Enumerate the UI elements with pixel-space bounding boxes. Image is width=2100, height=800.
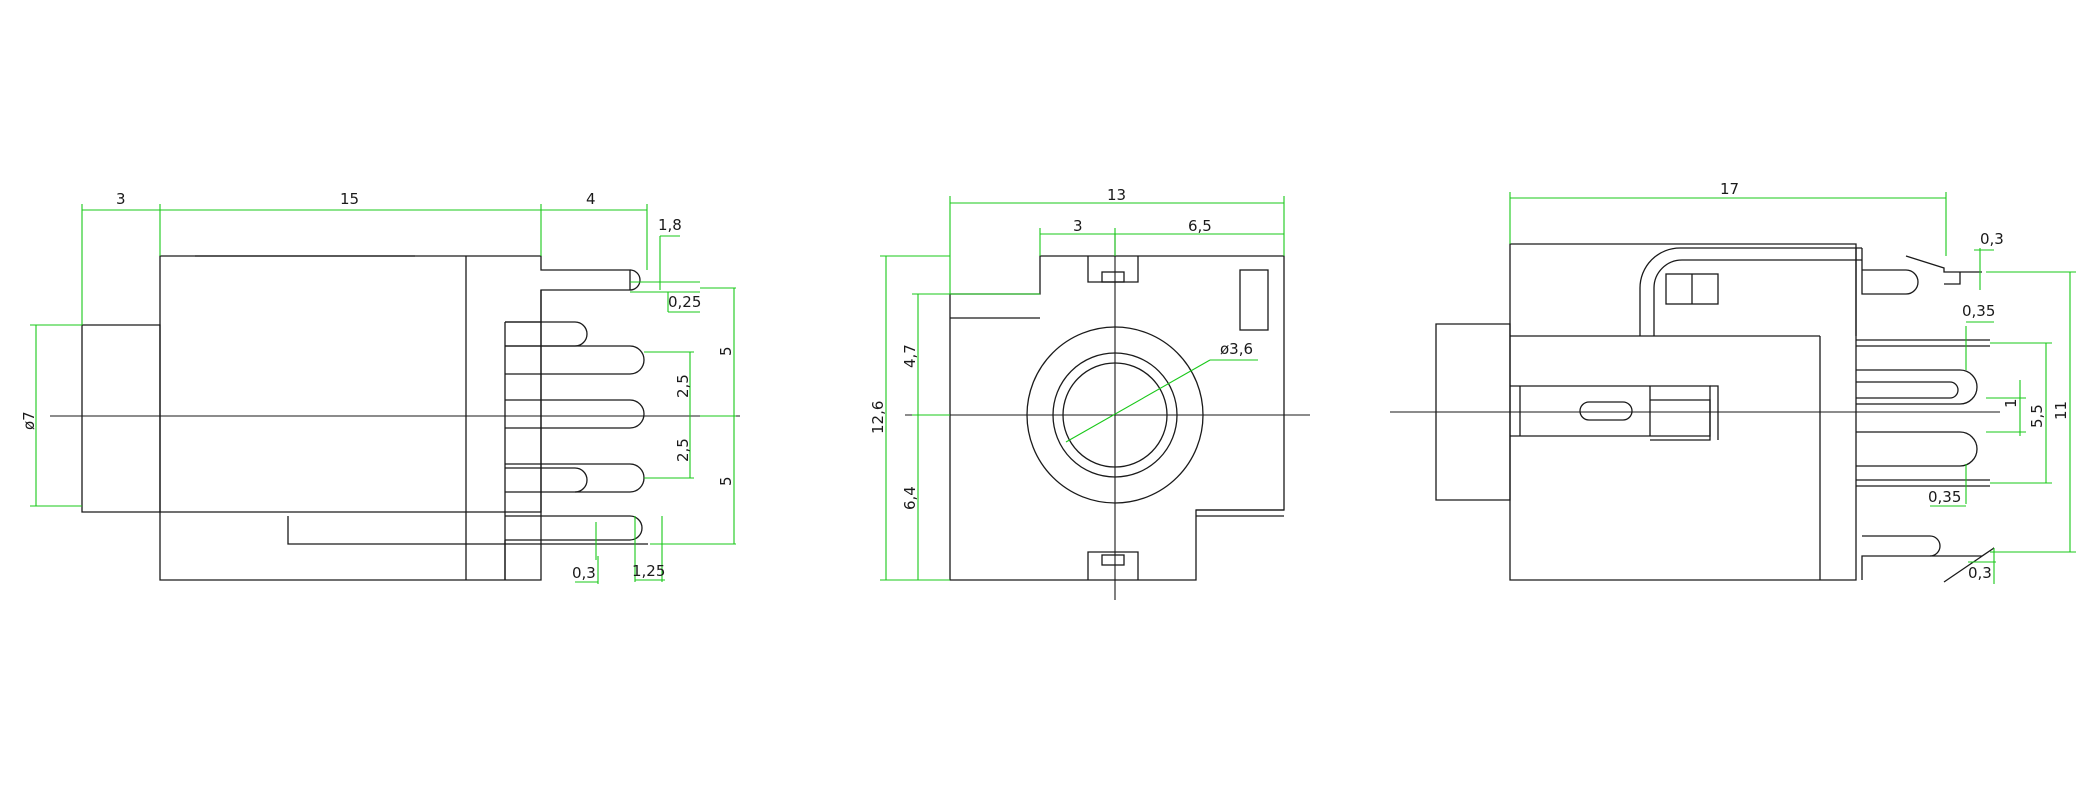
dim-label-2-5-top: 2,5 — [674, 374, 692, 398]
dim-label-2-5-bottom: 2,5 — [674, 438, 692, 462]
left-view-outline — [81, 255, 648, 581]
dim-label-11: 11 — [2052, 401, 2070, 420]
dim-label-1: 1 — [2002, 398, 2020, 408]
dim-label-1-25: 1,25 — [632, 562, 665, 580]
dim-label-1-8: 1,8 — [658, 216, 682, 234]
dim-label-4: 4 — [586, 190, 596, 208]
front-view-dimension-labels: 13 3 6,5 12,6 4,7 6,4 ø3,6 — [869, 186, 1253, 510]
right-view: 17 0,3 0,35 1 5,5 11 0,35 0,3 — [1390, 180, 2076, 584]
dim-label-4-7: 4,7 — [901, 344, 919, 368]
dim-label-0-35-top: 0,35 — [1962, 302, 1995, 320]
dim-label-5-5: 5,5 — [2028, 404, 2046, 428]
front-view: 13 3 6,5 12,6 4,7 6,4 ø3,6 — [869, 186, 1310, 600]
right-view-dimensions — [1509, 192, 2076, 584]
dim-label-6-5: 6,5 — [1188, 217, 1212, 235]
front-view-dimensions — [880, 196, 1285, 581]
dim-label-0-3-top: 0,3 — [1980, 230, 2004, 248]
dim-label-3-front: 3 — [1073, 217, 1083, 235]
right-view-outline — [1435, 243, 1995, 583]
dim-label-0-35-bottom: 0,35 — [1928, 488, 1961, 506]
dim-label-phi3-6: ø3,6 — [1220, 340, 1253, 358]
front-view-outline — [949, 255, 1285, 581]
dim-label-5-top: 5 — [717, 346, 735, 356]
dim-label-12-6: 12,6 — [869, 401, 887, 434]
right-view-dimension-labels: 17 0,3 0,35 1 5,5 11 0,35 0,3 — [1720, 180, 2070, 582]
dim-label-0-3-bottom: 0,3 — [1968, 564, 1992, 582]
dim-label-17: 17 — [1720, 180, 1739, 198]
left-view-dimension-labels: 3 15 4 1,8 0,25 5 2,5 2,5 5 ø7 0,3 1,25 — [20, 190, 735, 582]
left-view-dimensions — [30, 204, 736, 584]
dim-label-13: 13 — [1107, 186, 1126, 204]
left-view: 3 15 4 1,8 0,25 5 2,5 2,5 5 ø7 0,3 1,25 — [20, 190, 740, 584]
dim-label-5-bottom: 5 — [717, 476, 735, 486]
dim-label-phi7: ø7 — [20, 411, 38, 430]
dim-label-6-4: 6,4 — [901, 486, 919, 510]
dim-label-15: 15 — [340, 190, 359, 208]
dim-label-0-3: 0,3 — [572, 564, 596, 582]
dim-label-0-25: 0,25 — [668, 293, 701, 311]
dim-label-3: 3 — [116, 190, 126, 208]
